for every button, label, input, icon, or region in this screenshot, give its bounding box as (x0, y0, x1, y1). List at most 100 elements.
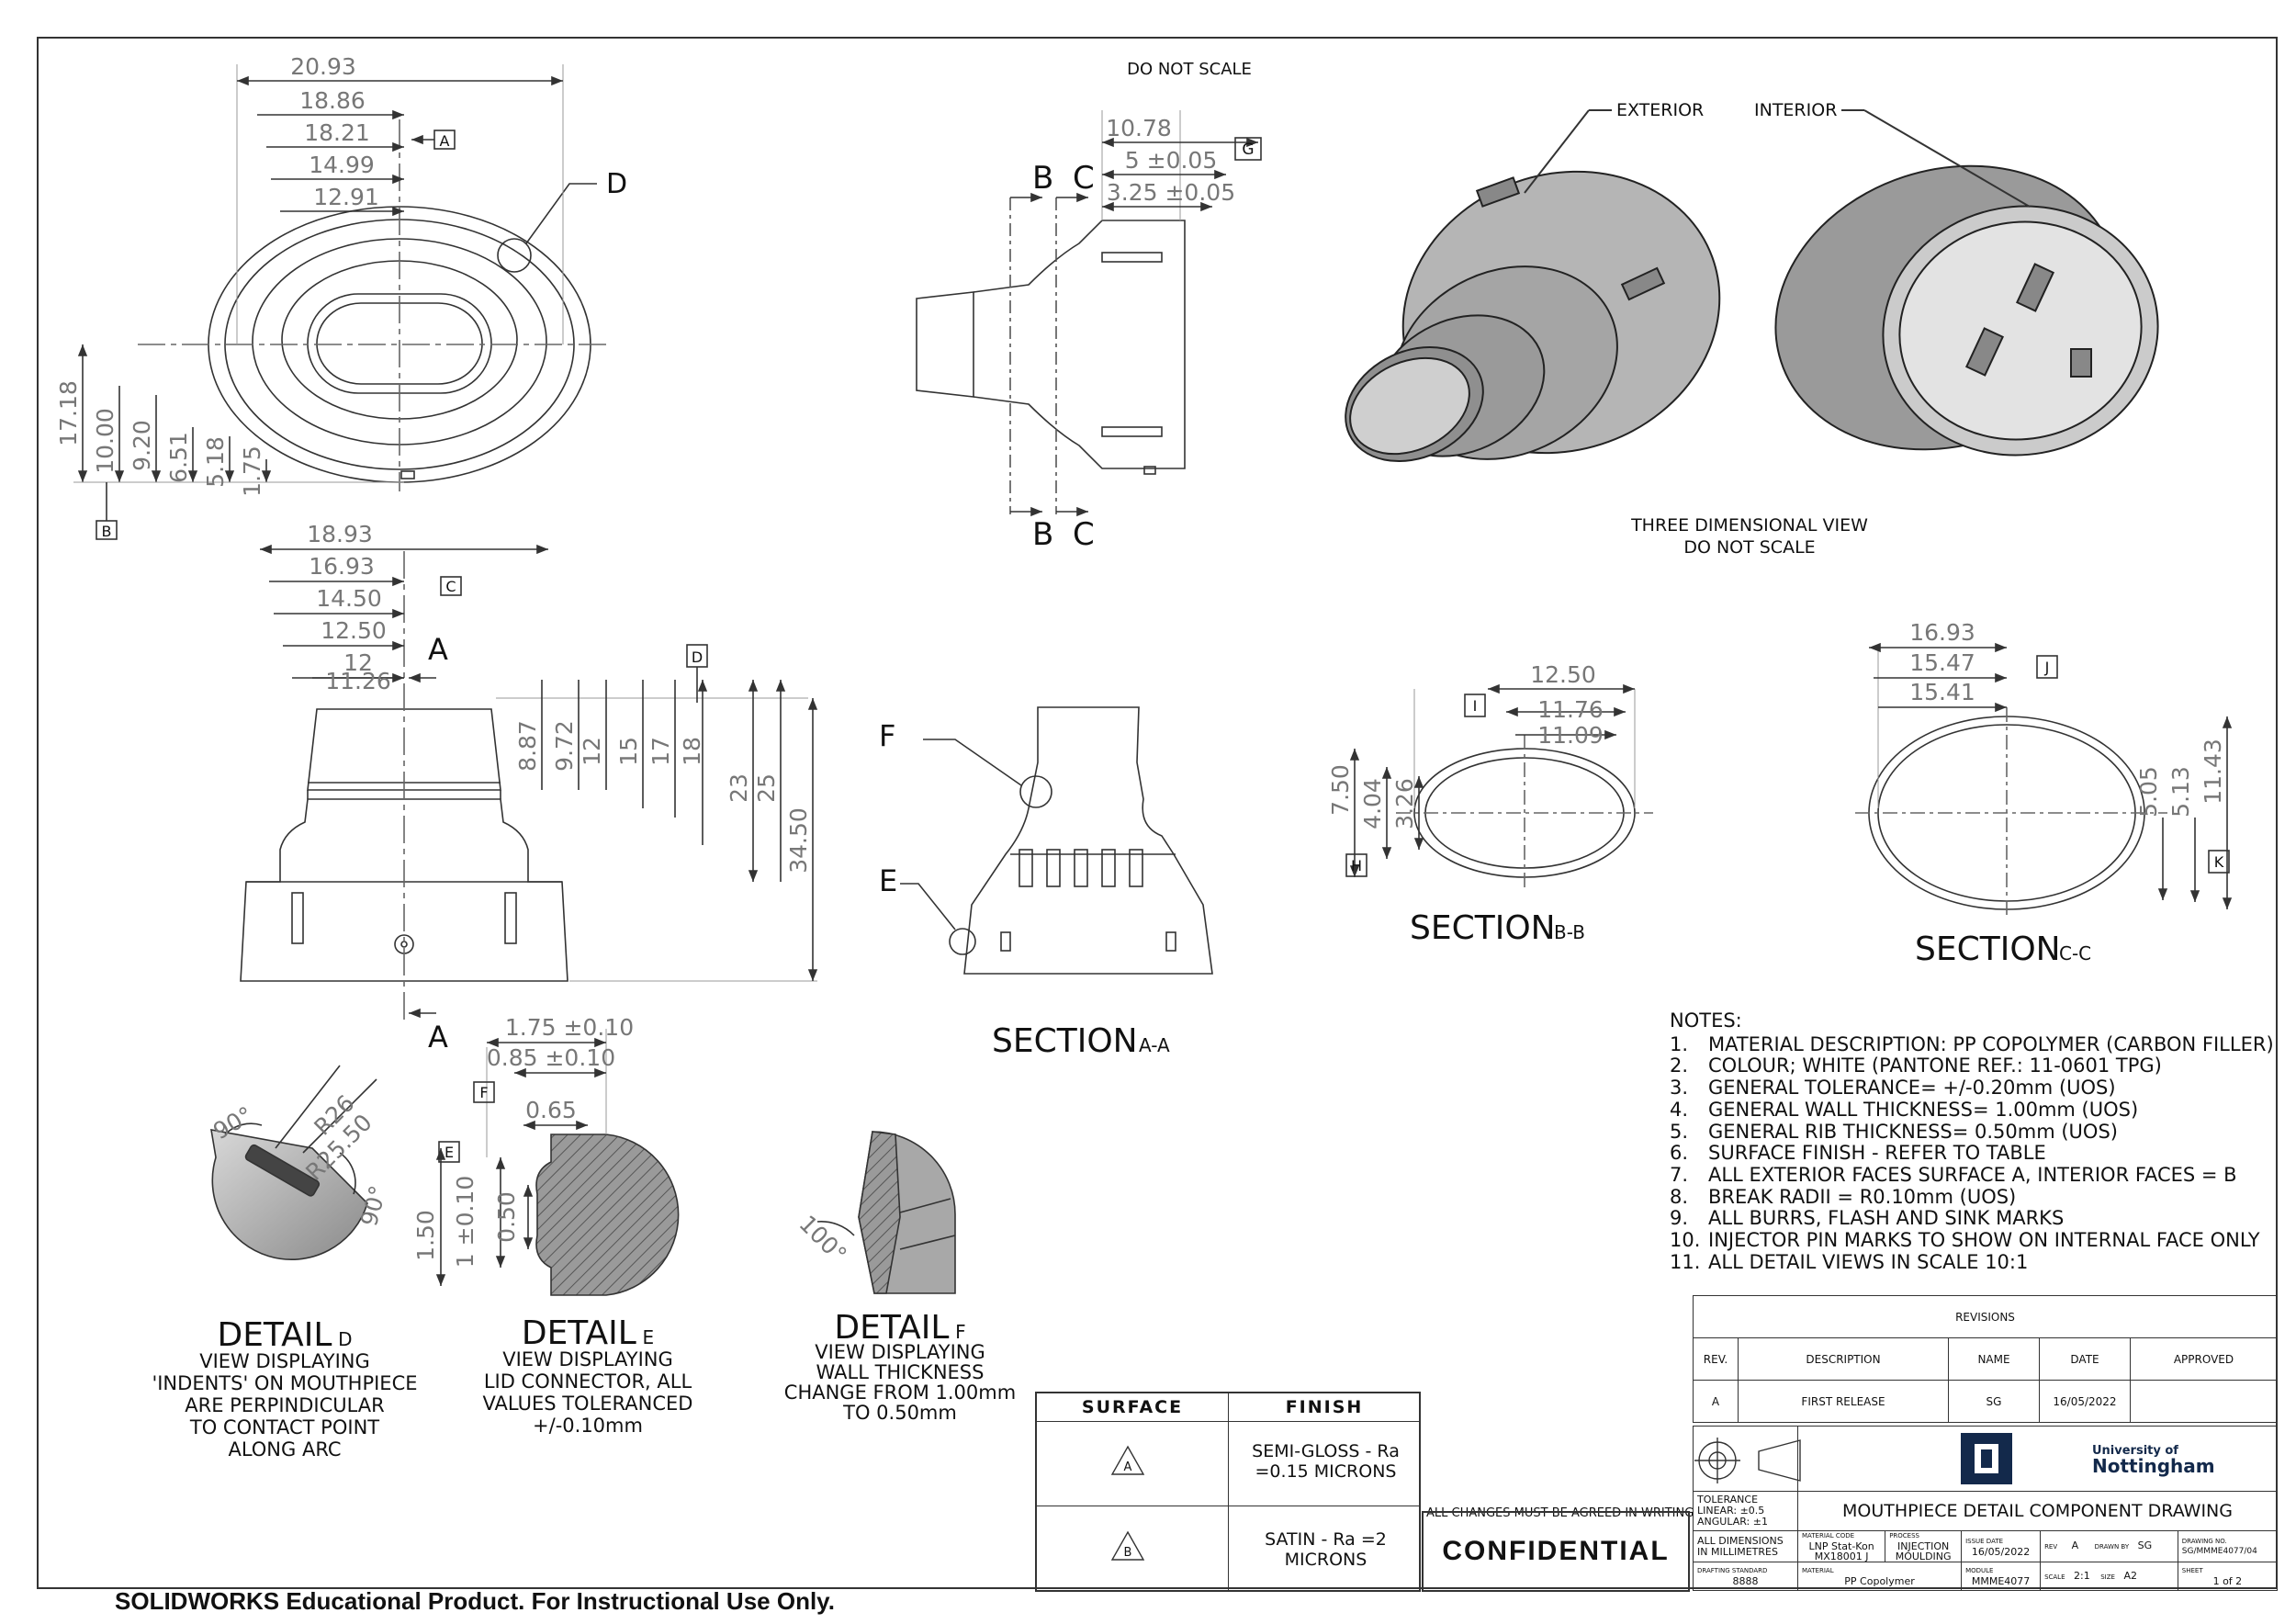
iso-labels: EXTERIOR INTERIOR THREE DIMENSIONAL VIEW… (1616, 100, 1868, 558)
note-item: 6.SURFACE FINISH - REFER TO TABLE (1670, 1142, 2046, 1165)
exterior-label: EXTERIOR (1616, 100, 1704, 120)
dim-top-v-1: 17.18 (55, 380, 82, 446)
issue-date: 16/05/2022 (1971, 1545, 2031, 1558)
note-item: 1.MATERIAL DESCRIPTION: PP COPOLYMER (CA… (1670, 1032, 2274, 1055)
detail-e-line-2: LID CONNECTOR, ALL (483, 1370, 692, 1393)
rev-value: A (1693, 1380, 1739, 1423)
section-bb-view (1345, 683, 1653, 891)
detail-e-line-1: VIEW DISPLAYING (502, 1348, 673, 1370)
detail-e-dim-1: 1.75 ±0.10 (505, 1014, 634, 1041)
detail-e-dim-4: 1.50 (412, 1210, 439, 1261)
surface-a-letter: A (1124, 1460, 1132, 1474)
section-aa-suffix: A-A (1139, 1034, 1170, 1056)
dim-top-v-3: 9.20 (129, 420, 155, 471)
sheet-cell: SHEET 1 of 2 (2177, 1562, 2279, 1591)
dim-top-v-5: 5.18 (202, 436, 229, 488)
material-code-label: MATERIAL CODE (1802, 1532, 1855, 1540)
detail-e-callout: E (879, 863, 897, 898)
detail-f-line-1: VIEW DISPLAYING (815, 1341, 985, 1363)
date-col-header: DATE (2039, 1337, 2131, 1381)
dim-front-v-2: 9.72 (551, 720, 578, 772)
section-aa-labels: F E SECTION A-A (879, 718, 1170, 1060)
detail-f-callout: F (879, 718, 895, 753)
surface-finish-table: SURFACE FINISH SEMI-GLOSS - Ra =0.15 MIC… (1035, 1392, 1421, 1592)
section-bb-suffix: B-B (1554, 921, 1585, 943)
drawing-no: SG/MMME4077/04 (2181, 1546, 2257, 1556)
dim-bb-v-2: 4.04 (1359, 778, 1386, 829)
dim-side-1: 10.78 (1106, 115, 1172, 141)
cut-a-top: A (428, 632, 448, 667)
surface-b-letter: B (1124, 1546, 1132, 1560)
all-dims-cell: ALL DIMENSIONS IN MILLIMETRES (1693, 1529, 1798, 1563)
detail-e-datum-f: F (479, 1084, 488, 1101)
iso-caption-1: THREE DIMENSIONAL VIEW (1630, 515, 1868, 536)
tolerance-label: TOLERANCE (1697, 1494, 1759, 1506)
material-code-1: LNP Stat-Kon (1808, 1540, 1874, 1553)
dim-front-v-1: 8.87 (514, 720, 541, 772)
datum-c: C (445, 578, 456, 595)
datum-d: D (692, 648, 703, 666)
note-item: 8.BREAK RADII = R0.10mm (UOS) (1670, 1185, 2017, 1208)
drawing-frame (37, 37, 2278, 1589)
drawn-by-label: DRAWN BY (2094, 1543, 2130, 1551)
dim-top-v-2: 10.00 (92, 408, 118, 474)
dim-front-h-3: 14.50 (316, 585, 382, 612)
dim-front-v-6: 18 (679, 737, 705, 766)
top-view-dimensions: 20.93 18.86 18.21 14.99 12.91 17.18 10.0… (55, 53, 627, 540)
module: MMME4077 (1971, 1575, 2031, 1588)
do-not-scale-label: DO NOT SCALE (1127, 60, 1252, 79)
dim-front-h-2: 16.93 (309, 553, 375, 580)
detail-e-caption: DETAIL E VIEW DISPLAYING LID CONNECTOR, … (478, 1317, 698, 1438)
section-cc-view (1855, 642, 2233, 919)
detail-f-title: DETAIL (834, 1309, 950, 1347)
sheet-label: SHEET (2181, 1567, 2203, 1575)
finish-b: SATIN - Ra =2 MICRONS (1265, 1529, 1387, 1570)
all-dims-1: ALL DIMENSIONS (1697, 1534, 1784, 1547)
dim-top-h-5: 12.91 (313, 184, 379, 210)
dim-bb-v-1: 7.50 (1327, 764, 1354, 816)
detail-d-line-3: ARE PERPINDICULAR (185, 1394, 385, 1416)
dim-cc-v-3: 11.43 (2200, 739, 2226, 805)
finish-header: FINISH (1285, 1397, 1364, 1417)
solidworks-footer: SOLIDWORKS Educational Product. For Inst… (115, 1587, 835, 1615)
surface-header: SURFACE (1081, 1397, 1184, 1417)
datum-g: G (1242, 141, 1254, 159)
sheet: 1 of 2 (2212, 1575, 2243, 1588)
surface-a-symbol (1110, 1445, 1145, 1475)
size-label: SIZE (2100, 1573, 2115, 1581)
dim-cc-v-2: 5.13 (2167, 766, 2194, 818)
detail-e-suffix: E (642, 1326, 655, 1348)
note-item: 10.INJECTOR PIN MARKS TO SHOW ON INTERNA… (1670, 1229, 2260, 1252)
dim-bb-h-2: 11.76 (1537, 696, 1604, 723)
front-view (240, 544, 818, 1020)
rev-drawn-cell: REV A DRAWN BY SG (2040, 1529, 2178, 1563)
note-item: 9.ALL BURRS, FLASH AND SINK MARKS (1670, 1207, 2065, 1230)
rev-name: SG (1948, 1380, 2040, 1423)
surface-symbol-letters: A B (1124, 1460, 1132, 1560)
dim-front-h-1: 18.93 (307, 521, 373, 547)
side-view-labels: 10.78 5 ±0.05 3.25 ±0.05 G B C B C (1032, 115, 1255, 553)
dim-top-v-6: 1.75 (239, 445, 265, 497)
cut-c-bottom: C (1073, 516, 1095, 553)
dim-front-v-8: 25 (753, 773, 780, 803)
material-code-cell: MATERIAL CODE LNP Stat-Kon MX18001 J (1796, 1529, 1886, 1563)
detail-d-view (210, 1065, 377, 1260)
detail-d-title: DETAIL (217, 1316, 332, 1354)
section-aa-title: SECTION (992, 1022, 1138, 1060)
detail-e-title: DETAIL (521, 1314, 636, 1352)
dim-front-h-4: 12.50 (321, 617, 387, 644)
dim-top-v-4: 6.51 (165, 432, 192, 483)
detail-f-suffix: F (955, 1321, 966, 1343)
detail-e-view (435, 1029, 680, 1296)
datum-i: I (1473, 697, 1478, 715)
module-cell: MODULE MMME4077 (1961, 1562, 2042, 1591)
detail-d-line-4: TO CONTACT POINT (189, 1416, 380, 1438)
detail-e-dim-6: 0.50 (493, 1191, 520, 1243)
cut-a-bottom: A (428, 1020, 448, 1054)
cut-b-bottom: B (1032, 516, 1053, 553)
rev-date: 16/05/2022 (2039, 1380, 2131, 1423)
surface-symbols (1110, 1445, 1145, 1561)
tolerance-angular: ANGULAR: ±1 (1697, 1516, 1768, 1528)
detail-f-line-3: CHANGE FROM 1.00mm (783, 1382, 1017, 1404)
rev-description: FIRST RELEASE (1738, 1380, 1949, 1423)
